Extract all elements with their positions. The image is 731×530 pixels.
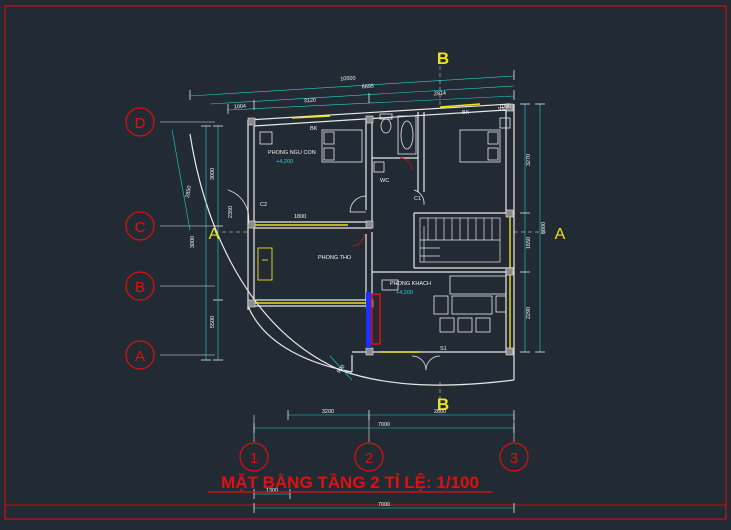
- room-label-bedroom: PHONG NGU CON: [268, 150, 316, 156]
- grid-bubble-row-c: C: [125, 211, 155, 241]
- drawing-frame: [4, 5, 727, 520]
- dimension-texts: 10500 6695 1004 3120 2914 3200 2800 7000…: [185, 76, 547, 508]
- level-living: +4,200: [396, 290, 413, 296]
- tag-s1: S1: [440, 346, 447, 352]
- staircase: [419, 217, 501, 263]
- dim-mid: 1800: [294, 214, 306, 220]
- dim-bottom-seg-2: 2800: [434, 409, 446, 415]
- tag-bk-1: BK: [310, 126, 318, 132]
- section-mark-bottom: B: [437, 395, 449, 414]
- grid-label-row-b: B: [135, 279, 145, 296]
- dim-right-overall: 6800: [541, 222, 547, 234]
- grid-label-col-2: 2: [365, 450, 373, 467]
- highlight-lines: [254, 103, 511, 353]
- section-mark-top: B: [437, 49, 449, 68]
- grid-bubble-row-a: A: [125, 340, 155, 370]
- window-red: [371, 293, 381, 345]
- dim-top-seg-1: 1004: [234, 104, 247, 111]
- grid-label-row-d: D: [135, 115, 146, 132]
- dim-right-1: 3270: [526, 154, 532, 166]
- living-furniture: [381, 275, 507, 333]
- tag-c1: C1: [414, 196, 421, 202]
- dimension-lines: [171, 75, 541, 509]
- dim-right-2: 1650: [526, 237, 532, 249]
- dim-top-seg-3: 2914: [434, 91, 447, 98]
- dim-small-2: 1000: [499, 104, 511, 110]
- dim-top-mid: 6695: [362, 84, 375, 91]
- tag-wc: VS: [498, 107, 506, 113]
- dim-left-1: 3000: [210, 168, 216, 180]
- room-label-worship: PHONG THO: [318, 255, 352, 261]
- level-bedroom: +4,200: [276, 159, 293, 165]
- grid-label-col-3: 3: [510, 450, 518, 467]
- section-mark-right: A: [555, 226, 566, 243]
- section-cut-lines: [222, 66, 548, 402]
- grid-label-col-1: 1: [250, 450, 258, 467]
- window-blue: [366, 292, 371, 348]
- grid-bubble-col-1: 1: [239, 442, 269, 472]
- walls: [189, 103, 515, 386]
- grid-label-row-c: C: [135, 219, 146, 236]
- grid-bubble-col-3: 3: [499, 442, 529, 472]
- dim-top-seg-2: 3120: [304, 98, 317, 105]
- dimension-ticks: [189, 70, 545, 513]
- section-mark-left: A: [209, 226, 220, 243]
- grid-bubble-col-2: 2: [354, 442, 384, 472]
- dim-bottom-overall: 7000: [378, 502, 390, 508]
- dim-angled: 2850: [185, 185, 193, 198]
- altar: [257, 247, 273, 281]
- grid-label-row-a: A: [135, 348, 145, 365]
- furniture-beds: [259, 117, 511, 163]
- dim-bottom-total: 7000: [378, 422, 390, 428]
- room-label-wc: WC: [380, 178, 389, 184]
- dim-left-3: 5500: [210, 316, 216, 328]
- dim-small-1: 900: [336, 364, 347, 375]
- dim-bottom-small: 1300: [266, 488, 278, 494]
- grid-bubble-row-d: D: [125, 107, 155, 137]
- doors: [227, 157, 441, 371]
- dim-bottom-seg-1: 3200: [322, 409, 334, 415]
- dim-left-2: 2350: [228, 206, 234, 218]
- grid-bubble-row-b: B: [125, 271, 155, 301]
- drawing-title: MẶT BẰNG TẦNG 2 TỈ LỆ: 1/100: [221, 473, 479, 492]
- dim-top-overall: 10500: [340, 76, 356, 83]
- dim-left-outer: 3000: [190, 236, 196, 248]
- dim-right-3: 2290: [526, 307, 532, 319]
- tag-bk-2: BK: [462, 110, 470, 116]
- wc-fixtures: [373, 113, 417, 173]
- room-label-living: PHONG KHACH: [390, 281, 431, 287]
- tag-c2: C2: [260, 202, 267, 208]
